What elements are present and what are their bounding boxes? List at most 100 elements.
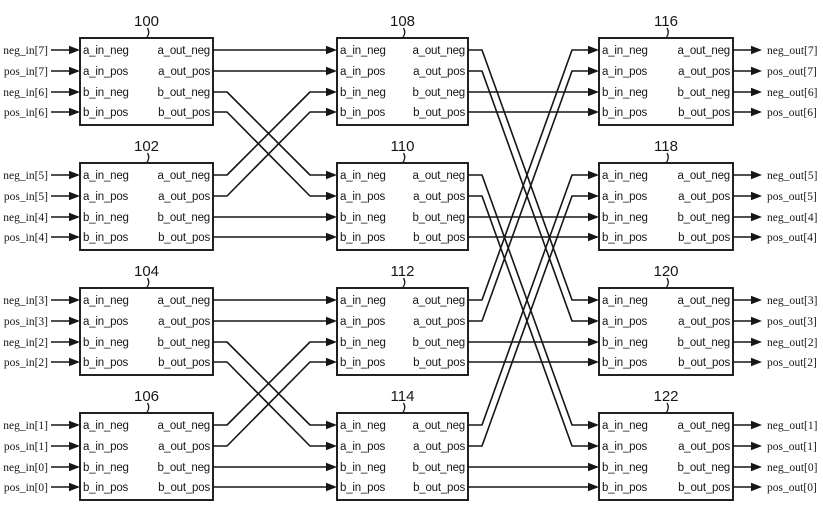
arrowhead-icon: [588, 170, 599, 180]
port-label-b_out_neg: b_out_neg: [677, 337, 730, 349]
arrowhead-icon: [588, 316, 599, 326]
wire-106-p2-to-114-p2: [213, 462, 337, 472]
port-label-a_in_pos: a_in_pos: [602, 441, 648, 453]
output-neg_out[4]: neg_out[4]: [733, 212, 817, 224]
port-label-b_in_pos: b_in_pos: [83, 357, 129, 369]
input-label: pos_in[4]: [4, 232, 48, 244]
port-label-b_in_neg: b_in_neg: [340, 87, 386, 99]
input-pos_in[7]: pos_in[7]: [4, 66, 80, 78]
outputs-layer: neg_out[7]pos_out[7]neg_out[6]pos_out[6]…: [733, 45, 817, 494]
arrowhead-icon: [69, 87, 80, 97]
input-neg_in[0]: neg_in[0]: [3, 462, 80, 474]
port-label-a_in_pos: a_in_pos: [602, 316, 648, 328]
port-label-b_in_pos: b_in_pos: [602, 107, 648, 119]
block-number-label: 114: [391, 388, 415, 405]
arrowhead-icon: [751, 337, 762, 347]
block-number-leader-line: [665, 152, 669, 164]
port-label-a_out_neg: a_out_neg: [677, 295, 730, 307]
output-label: pos_out[5]: [767, 191, 817, 203]
port-label-a_out_neg: a_out_neg: [157, 295, 210, 307]
arrowhead-icon: [751, 107, 762, 117]
block-108: a_in_nega_in_posb_in_negb_in_posa_out_ne…: [336, 13, 469, 126]
block-114: a_in_nega_in_posb_in_negb_in_posa_out_ne…: [336, 388, 469, 501]
input-label: neg_in[4]: [3, 212, 48, 224]
arrowhead-icon: [69, 212, 80, 222]
output-label: pos_out[3]: [767, 316, 817, 328]
wire-108-p2-to-116-p2: [468, 87, 599, 97]
block-number-leader-line: [401, 277, 406, 289]
port-label-a_out_neg: a_out_neg: [412, 170, 465, 182]
wire-108-p1-to-120-p1: [468, 70, 599, 326]
arrowhead-icon: [326, 87, 337, 97]
port-label-b_out_neg: b_out_neg: [412, 462, 465, 474]
arrowhead-icon: [588, 441, 599, 451]
block-number-leader-line: [401, 27, 406, 39]
input-pos_in[1]: pos_in[1]: [4, 441, 80, 453]
port-label-a_out_pos: a_out_pos: [158, 316, 210, 328]
port-label-b_in_pos: b_in_pos: [340, 357, 386, 369]
block-outline: [336, 162, 469, 251]
arrowhead-icon: [588, 357, 599, 367]
output-label: pos_out[7]: [767, 66, 817, 78]
output-neg_out[3]: neg_out[3]: [733, 295, 817, 307]
port-label-a_out_pos: a_out_pos: [413, 441, 465, 453]
block-104: a_in_nega_in_posb_in_negb_in_posa_out_ne…: [79, 263, 214, 376]
port-label-a_out_neg: a_out_neg: [412, 45, 465, 57]
block-116: a_in_nega_in_posb_in_negb_in_posa_out_ne…: [598, 13, 734, 126]
input-neg_in[3]: neg_in[3]: [3, 295, 80, 307]
input-label: neg_in[3]: [3, 295, 48, 307]
block-number-label: 106: [134, 388, 159, 405]
wire-112-p3-to-120-p3: [468, 357, 599, 367]
port-label-a_out_pos: a_out_pos: [413, 191, 465, 203]
input-label: neg_in[7]: [3, 45, 48, 57]
arrowhead-icon: [751, 441, 762, 451]
port-label-a_out_pos: a_out_pos: [158, 441, 210, 453]
arrowhead-icon: [751, 45, 762, 55]
input-pos_in[2]: pos_in[2]: [4, 357, 80, 369]
arrowhead-icon: [588, 66, 599, 76]
output-label: pos_out[1]: [767, 441, 817, 453]
wire-100-p1-to-108-p1: [213, 66, 337, 76]
arrowhead-icon: [69, 191, 80, 201]
block-100: a_in_nega_in_posb_in_negb_in_posa_out_ne…: [79, 13, 214, 126]
block-118: a_in_nega_in_posb_in_negb_in_posa_out_ne…: [598, 138, 734, 251]
arrowhead-icon: [751, 66, 762, 76]
wire-100-p3-to-110-p1: [213, 111, 337, 201]
input-label: pos_in[7]: [4, 66, 48, 78]
arrowhead-icon: [326, 357, 337, 367]
wire-112-p2-to-120-p2: [468, 337, 599, 347]
arrowhead-icon: [326, 420, 337, 430]
input-label: neg_in[6]: [3, 87, 48, 99]
block-outline: [336, 37, 469, 126]
port-label-b_in_neg: b_in_neg: [602, 337, 648, 349]
port-label-a_in_pos: a_in_pos: [83, 66, 129, 78]
arrowhead-icon: [326, 212, 337, 222]
arrowhead-icon: [588, 107, 599, 117]
input-label: pos_in[6]: [4, 107, 48, 119]
wire-114-p1-to-118-p1: [468, 191, 599, 447]
arrowhead-icon: [588, 462, 599, 472]
port-label-b_out_pos: b_out_pos: [678, 357, 730, 369]
arrowhead-icon: [751, 420, 762, 430]
input-neg_in[1]: neg_in[1]: [3, 420, 80, 432]
output-neg_out[6]: neg_out[6]: [733, 87, 817, 99]
port-label-a_in_neg: a_in_neg: [602, 45, 648, 57]
port-label-b_in_neg: b_in_neg: [340, 212, 386, 224]
port-label-a_in_neg: a_in_neg: [340, 420, 386, 432]
output-label: neg_out[0]: [767, 462, 817, 474]
input-label: pos_in[5]: [4, 191, 48, 203]
port-label-a_out_pos: a_out_pos: [413, 316, 465, 328]
port-label-b_in_neg: b_in_neg: [83, 462, 129, 474]
input-neg_in[5]: neg_in[5]: [3, 170, 80, 182]
input-neg_in[6]: neg_in[6]: [3, 87, 80, 99]
arrowhead-icon: [751, 316, 762, 326]
block-120: a_in_nega_in_posb_in_negb_in_posa_out_ne…: [598, 263, 734, 376]
blocks-layer: a_in_neg a_in_pos b_in_neg b_in_pos a_out_ne…: [79, 13, 734, 501]
output-pos_out[0]: pos_out[0]: [733, 482, 817, 494]
arrowhead-icon: [69, 420, 80, 430]
block-outline: [336, 287, 469, 376]
output-pos_out[7]: pos_out[7]: [733, 66, 817, 78]
port-label-b_in_neg: b_in_neg: [602, 87, 648, 99]
output-pos_out[1]: pos_out[1]: [733, 441, 817, 453]
arrowhead-icon: [326, 66, 337, 76]
